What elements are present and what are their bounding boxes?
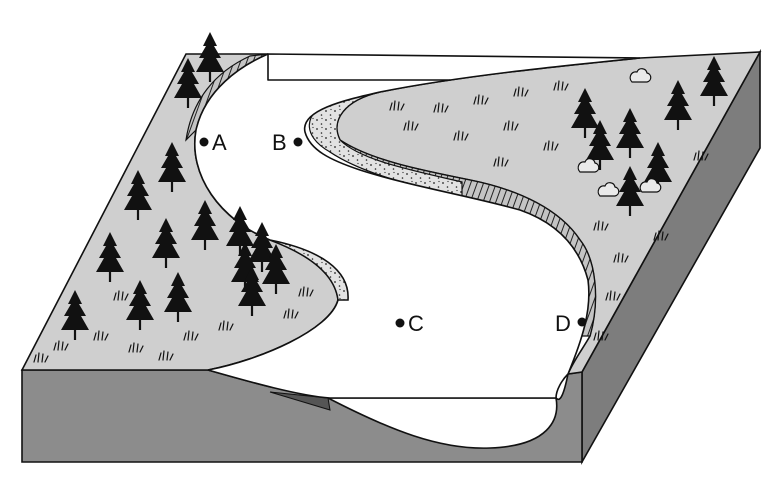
point-b-label: B (272, 130, 287, 155)
point-c-label: C (408, 311, 424, 336)
point-d-marker (577, 317, 587, 327)
point-c-marker (395, 318, 405, 328)
river-channel (194, 53, 641, 399)
point-a-marker (199, 137, 209, 147)
channel-sediment (269, 391, 331, 411)
channel-cross-section (327, 397, 558, 449)
point-d-label: D (555, 311, 571, 336)
point-a-label: A (212, 130, 227, 155)
point-b-marker (293, 137, 303, 147)
block-back-edge (267, 53, 451, 81)
